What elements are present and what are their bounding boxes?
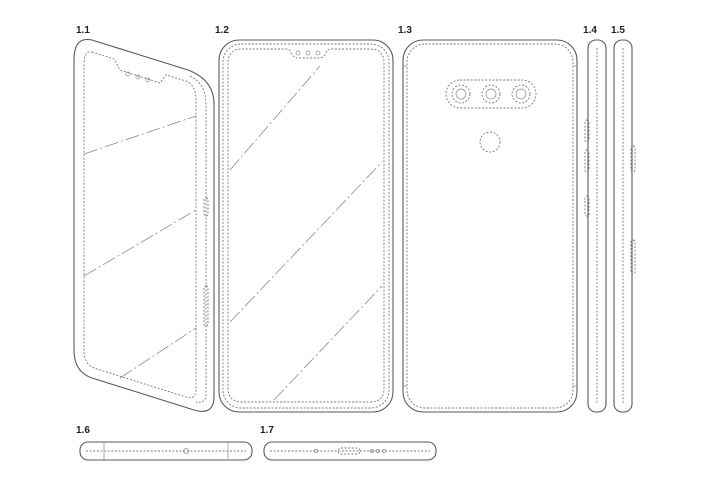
figure-1-7-bottom-view <box>263 441 437 461</box>
rear-camera-lens-1 <box>451 84 471 104</box>
front-screen-reflection-1 <box>229 65 321 171</box>
perspective-screen-reflection-1 <box>83 115 197 155</box>
top-view-outline <box>79 441 253 461</box>
rear-fingerprint-sensor <box>479 131 501 153</box>
perspective-screen-reflection-3 <box>119 327 197 379</box>
perspective-front-sensor-2 <box>145 77 151 83</box>
figure-label-1-3: 1.3 <box>398 25 412 36</box>
front-body-outline <box>218 39 394 413</box>
front-screen-reflection-2 <box>229 161 383 323</box>
top-view-headphone-jack <box>183 448 189 454</box>
rear-camera-lens-3-inner <box>515 88 527 100</box>
bottom-view-outline <box>263 441 437 461</box>
figure-1-6-top-view <box>79 441 253 461</box>
figure-label-1-6: 1.6 <box>76 425 90 436</box>
figure-1-3-rear-view <box>402 39 578 413</box>
figure-1-1-perspective-view <box>73 38 215 412</box>
left-side-outline <box>587 39 607 413</box>
front-camera <box>295 50 301 56</box>
perspective-front-sensor <box>135 74 141 80</box>
bottom-view-speaker-hole-3 <box>382 449 386 453</box>
left-side-volume-down-button <box>584 149 590 173</box>
perspective-screen-outline <box>83 51 197 399</box>
right-side-outline <box>613 39 633 413</box>
figure-label-1-1: 1.1 <box>76 25 90 36</box>
right-side-sim-tray <box>630 239 636 275</box>
figure-label-1-2: 1.2 <box>215 25 229 36</box>
right-side-power-button <box>630 145 636 173</box>
bottom-view-usb-port <box>337 447 361 455</box>
front-body-inner-edge <box>222 43 390 409</box>
rear-camera-lens-3 <box>511 84 531 104</box>
front-screen-notch-outline <box>227 48 385 403</box>
rear-camera-lens-2 <box>481 84 501 104</box>
rear-camera-lens-1-inner <box>455 88 467 100</box>
perspective-side-edge <box>189 75 207 403</box>
perspective-body-outline <box>73 38 215 412</box>
front-sensor-2 <box>315 50 321 56</box>
figure-1-4-left-side-view <box>584 39 607 413</box>
rear-body-inner-edge <box>406 43 574 409</box>
bottom-view-speaker-hole-1 <box>370 449 374 453</box>
rear-body-outline <box>402 39 578 413</box>
figure-1-5-right-side-view <box>613 39 636 413</box>
perspective-side-button <box>203 197 209 217</box>
left-side-volume-up-button <box>584 119 590 143</box>
front-screen-reflection-3 <box>273 285 383 401</box>
perspective-side-button-2 <box>203 285 209 327</box>
rear-camera-lens-2-inner <box>485 88 497 100</box>
perspective-front-camera <box>125 71 131 77</box>
bottom-view-speaker-hole-2 <box>376 449 380 453</box>
rear-camera-module <box>445 79 537 109</box>
figure-label-1-5: 1.5 <box>611 25 625 36</box>
perspective-screen-reflection-2 <box>83 209 197 277</box>
figure-label-1-7: 1.7 <box>260 425 274 436</box>
bottom-view-microphone-hole <box>314 449 318 453</box>
figure-label-1-4: 1.4 <box>583 25 597 36</box>
left-side-assistant-button <box>584 195 590 217</box>
figure-1-2-front-view <box>218 39 394 413</box>
front-sensor <box>305 50 311 56</box>
